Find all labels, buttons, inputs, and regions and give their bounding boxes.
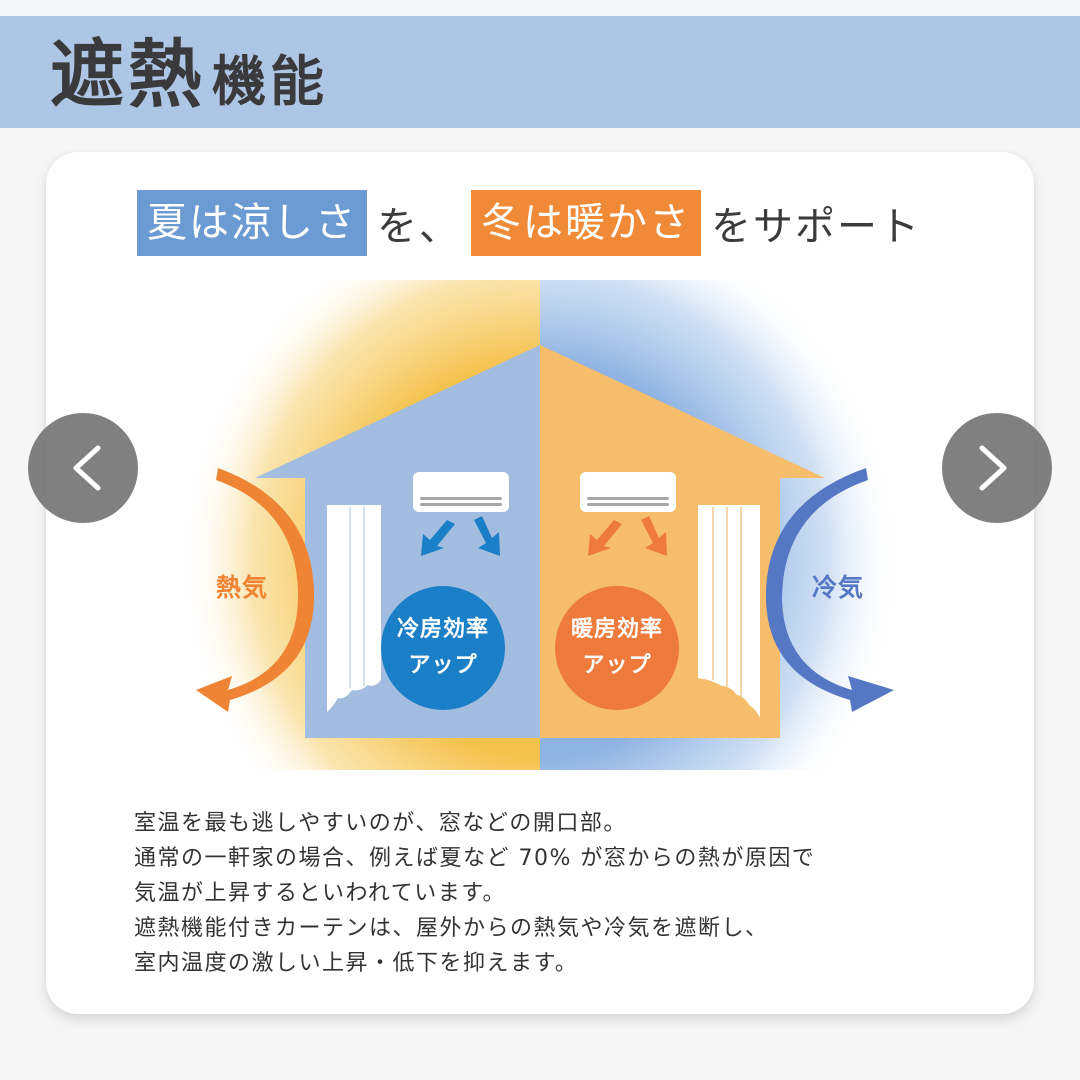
chevron-right-icon <box>979 445 1007 491</box>
warm-air-arrows-icon <box>588 516 667 556</box>
description-text: 室温を最も逃しやすいのが、窓などの開口部。 通常の一軒家の場合、例えば夏など 7… <box>134 806 1014 981</box>
headline: 夏は涼しさ を、 冬は暖かさ をサポート <box>137 190 931 256</box>
chevron-left-icon <box>73 445 101 491</box>
top-strip <box>0 0 1080 16</box>
cold-air-label: 冷気 <box>812 573 865 602</box>
cooling-efficiency-badge <box>381 586 505 710</box>
cold-deflect-arrow-icon <box>765 468 894 712</box>
page-title: 遮熱機能 <box>50 38 328 119</box>
curtain-right-icon <box>698 505 760 718</box>
heating-efficiency-label: 暖房効率 アップ <box>555 612 679 684</box>
cool-air-arrows-icon <box>421 516 500 556</box>
headline-winter-highlight: 冬は暖かさ <box>471 190 701 256</box>
curtain-left-icon <box>327 505 381 712</box>
heat-deflect-arrow-icon <box>196 468 315 712</box>
description-line: 室温を最も逃しやすいのが、窓などの開口部。 <box>134 811 627 836</box>
insulation-illustration: 冷房効率 アップ 暖房効率 アップ 熱気 冷気 <box>150 280 930 770</box>
headline-connector: を、 <box>377 204 461 250</box>
description-line: 気温が上昇するといわれています。 <box>134 881 507 906</box>
header-band: 遮熱機能 <box>0 16 1080 128</box>
description-line: 通常の一軒家の場合、例えば夏など 70% が窓からの熱が原因で <box>134 846 816 871</box>
cooling-efficiency-label: 冷房効率 アップ <box>381 612 505 684</box>
house-diagram <box>150 280 930 770</box>
heating-label-line2: アップ <box>582 653 652 678</box>
cooling-label-line2: アップ <box>408 653 478 678</box>
heat-air-label: 熱気 <box>216 573 269 602</box>
description-line: 遮熱機能付きカーテンは、屋外からの熱気や冷気を遮断し、 <box>134 916 769 941</box>
headline-support: をサポート <box>711 204 921 250</box>
page-title-main: 遮熱 <box>50 32 206 118</box>
heating-label-line1: 暖房効率 <box>570 617 663 642</box>
air-conditioner-right-icon <box>580 472 676 512</box>
prev-slide-button[interactable] <box>28 413 138 523</box>
page-title-sub: 機能 <box>212 50 328 113</box>
heating-efficiency-badge <box>555 586 679 710</box>
next-slide-button[interactable] <box>942 413 1052 523</box>
description-line: 室内温度の激しい上昇・低下を抑えます。 <box>134 951 579 976</box>
air-conditioner-left-icon <box>413 472 509 512</box>
headline-summer-highlight: 夏は涼しさ <box>137 190 367 256</box>
cooling-label-line1: 冷房効率 <box>396 617 489 642</box>
